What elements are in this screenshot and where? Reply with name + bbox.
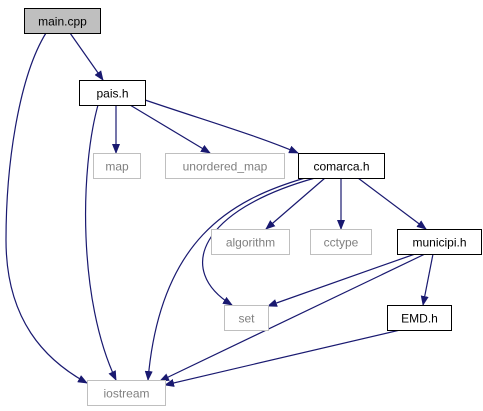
node-label-iostream: iostream	[103, 387, 149, 401]
edge-pais-h-to-unordered-map	[129, 104, 211, 154]
edge-municipi-h-to-emd-h	[420, 253, 434, 306]
node-set: set	[224, 305, 269, 331]
node-box-cctype	[310, 229, 372, 255]
node-main-cpp[interactable]: main.cpp	[24, 8, 101, 34]
edge-municipi-h-to-set	[267, 253, 416, 307]
node-label-set: set	[238, 312, 255, 326]
edge-pais-h-to-comarca-h	[144, 99, 299, 154]
edge-comarca-h-to-set	[202, 177, 316, 306]
node-emd-h[interactable]: EMD.h	[387, 305, 452, 331]
node-label-emd-h: EMD.h	[401, 312, 438, 326]
node-label-main-cpp: main.cpp	[38, 15, 87, 29]
node-label-pais-h: pais.h	[96, 87, 128, 101]
edge-pais-h-to-iostream	[84, 104, 117, 381]
edge-comarca-h-to-municipi-h	[357, 177, 427, 230]
edge-main-cpp-to-pais-h	[69, 32, 104, 81]
nodes-layer: main.cpp pais.h map unordered_map comarca.h a…	[24, 8, 482, 406]
node-box-emd-h	[387, 305, 452, 331]
node-pais-h[interactable]: pais.h	[79, 80, 146, 106]
node-map: map	[93, 153, 141, 179]
edges-layer	[5, 32, 434, 387]
node-label-unordered-map: unordered_map	[183, 160, 268, 174]
node-label-map: map	[105, 160, 129, 174]
node-algorithm: algorithm	[211, 229, 290, 255]
node-label-municipi-h: municipi.h	[412, 236, 466, 250]
node-box-iostream	[87, 380, 166, 406]
node-municipi-h[interactable]: municipi.h	[397, 229, 482, 255]
edge-comarca-h-to-iostream	[144, 177, 306, 381]
node-label-algorithm: algorithm	[226, 236, 275, 250]
edge-main-cpp-to-iostream	[5, 32, 88, 384]
node-iostream: iostream	[87, 380, 166, 406]
node-box-main-cpp	[24, 8, 101, 34]
node-box-pais-h	[79, 80, 146, 106]
node-label-comarca-h: comarca.h	[313, 160, 369, 174]
node-box-comarca-h	[298, 153, 385, 179]
node-box-unordered-map	[165, 153, 285, 179]
node-box-set	[224, 305, 269, 331]
node-box-municipi-h	[397, 229, 482, 255]
edge-emd-h-to-iostream	[164, 329, 401, 387]
node-label-cctype: cctype	[324, 236, 359, 250]
node-cctype: cctype	[310, 229, 372, 255]
node-box-map	[93, 153, 141, 179]
node-box-algorithm	[211, 229, 290, 255]
edge-comarca-h-to-algorithm	[265, 177, 326, 230]
node-unordered-map: unordered_map	[165, 153, 285, 179]
edge-municipi-h-to-iostream	[159, 253, 426, 382]
node-comarca-h[interactable]: comarca.h	[298, 153, 385, 179]
